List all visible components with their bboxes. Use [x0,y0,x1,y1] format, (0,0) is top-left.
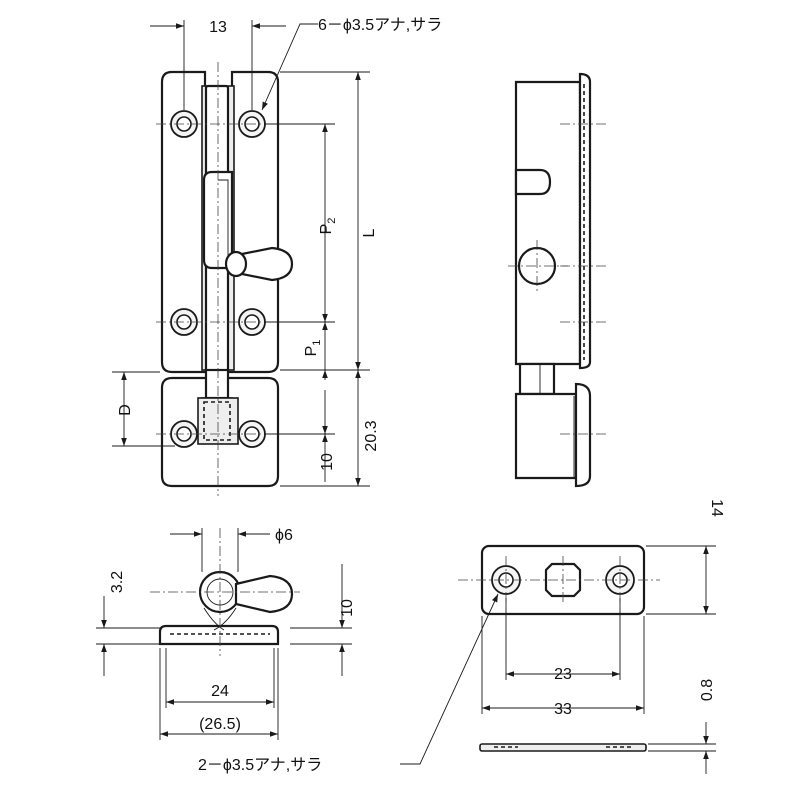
front-view: 13 6－ϕ3.5アナ,サラ P2 L P1 10 20.3 D [112,17,442,496]
holes-bottom-label: 2－ϕ3.5アナ,サラ [198,757,322,774]
end-view: ϕ6 3.2 10 24 (26.5) [96,527,356,740]
dim-p1-label: P1 [303,340,323,357]
holes-top-label: 6－ϕ3.5アナ,サラ [318,17,442,34]
dim-13-label: 13 [209,19,227,36]
dim-14-label: 14 [708,499,725,517]
bolt-extension [204,368,230,400]
knob-handle [230,246,294,282]
dim-l-label: L [361,228,378,237]
side-body [514,80,582,366]
dim-phi6-label: ϕ6 [275,527,293,544]
end-base [158,624,280,646]
dim-10-left-label: 10 [319,453,336,471]
dim-p2-label: P2 [318,218,338,235]
dim-26-5-label: (26.5) [199,716,241,733]
dim-23-label: 23 [554,666,572,683]
dim-33-label: 33 [554,701,572,718]
side-notch [514,168,552,196]
dim-24-label: 24 [211,683,229,700]
dim-10-side-label: 10 [339,599,356,617]
side-strike [514,392,578,480]
side-view [508,72,606,488]
strike-view: 14 23 33 2－ϕ3.5アナ,サラ 0.8 [198,499,725,774]
dim-3-2-label: 3.2 [109,571,126,593]
dim-20-3-label: 20.3 [363,420,380,451]
strike-plate-edge [479,743,647,752]
dim-d-label: D [117,404,134,416]
end-knob [234,574,294,614]
catch-slot [203,401,231,441]
dim-0-8-label: 0.8 [699,679,716,701]
